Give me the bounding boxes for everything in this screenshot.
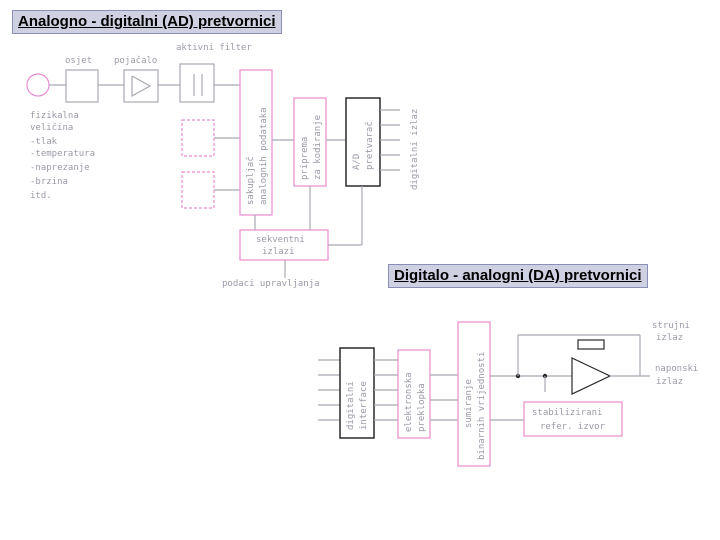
sequencer-label-1: sekventni <box>256 235 305 245</box>
switch-label-2: preklopka <box>417 383 427 432</box>
filter-box-2 <box>181 119 215 157</box>
adc-label-2: pretvarač <box>364 121 375 170</box>
input-line: veličina <box>30 122 73 133</box>
reference-label-1: stabilizirani <box>532 408 602 418</box>
prep-label-1: priprema <box>300 137 310 180</box>
interface-label-2: interface <box>359 381 369 430</box>
ad-title: Analogno - digitalni (AD) pretvornici <box>12 10 282 34</box>
current-output-label-1: strujni <box>652 321 690 331</box>
digital-output-label: digitalni izlaz <box>410 109 420 190</box>
current-output-label-2: izlaz <box>656 333 683 343</box>
mux-label-2: analognih podataka <box>259 107 269 205</box>
input-line: -naprezanje <box>30 163 90 173</box>
control-label: podaci upravljanja <box>222 279 320 289</box>
interface-box <box>339 347 375 439</box>
reference-box <box>523 401 623 437</box>
da-title: Digitalo - analogni (DA) pretvornici <box>388 264 648 288</box>
filter-label: aktivni filter <box>176 43 252 53</box>
opamp-symbol <box>571 357 612 395</box>
mux-box <box>239 69 273 216</box>
feedback-resistor <box>577 339 605 350</box>
input-line: -temperatura <box>30 149 95 159</box>
sensor-box <box>65 69 99 103</box>
amplifier-box <box>123 69 159 103</box>
adc-box <box>345 97 381 187</box>
amplifier-label: pojačalo <box>114 55 157 66</box>
sequencer-label-2: izlazi <box>262 247 295 257</box>
sum-box <box>457 321 491 467</box>
da-diagram <box>318 321 650 467</box>
voltage-output-label-1: naponski <box>655 364 698 374</box>
switch-box <box>397 349 431 439</box>
input-line: fizikalna <box>30 111 79 121</box>
input-line: itd. <box>30 191 52 201</box>
sum-label-1: sumiranje <box>464 379 474 428</box>
mux-label-1: sakupljač <box>245 156 256 205</box>
ad-diagram <box>26 63 400 278</box>
sensor-label: osjet <box>65 56 92 66</box>
adc-label-1: A/D <box>352 154 362 170</box>
reference-label-2: refer. izvor <box>540 422 606 432</box>
switch-label-1: elektronska <box>404 372 414 432</box>
sensor-symbol <box>26 73 50 97</box>
input-line: -brzina <box>30 177 68 187</box>
filter-box <box>179 63 215 103</box>
filter-box-3 <box>181 171 215 209</box>
input-text: fizikalna veličina -tlak -temperatura -n… <box>30 111 95 201</box>
prep-label-2: za kodiranje <box>313 115 323 180</box>
interface-label-1: digitalni <box>346 381 356 430</box>
sum-label-2: binarnih vrijednosti <box>477 352 487 460</box>
voltage-output-label-2: izlaz <box>656 377 683 387</box>
input-line: -tlak <box>30 137 58 147</box>
